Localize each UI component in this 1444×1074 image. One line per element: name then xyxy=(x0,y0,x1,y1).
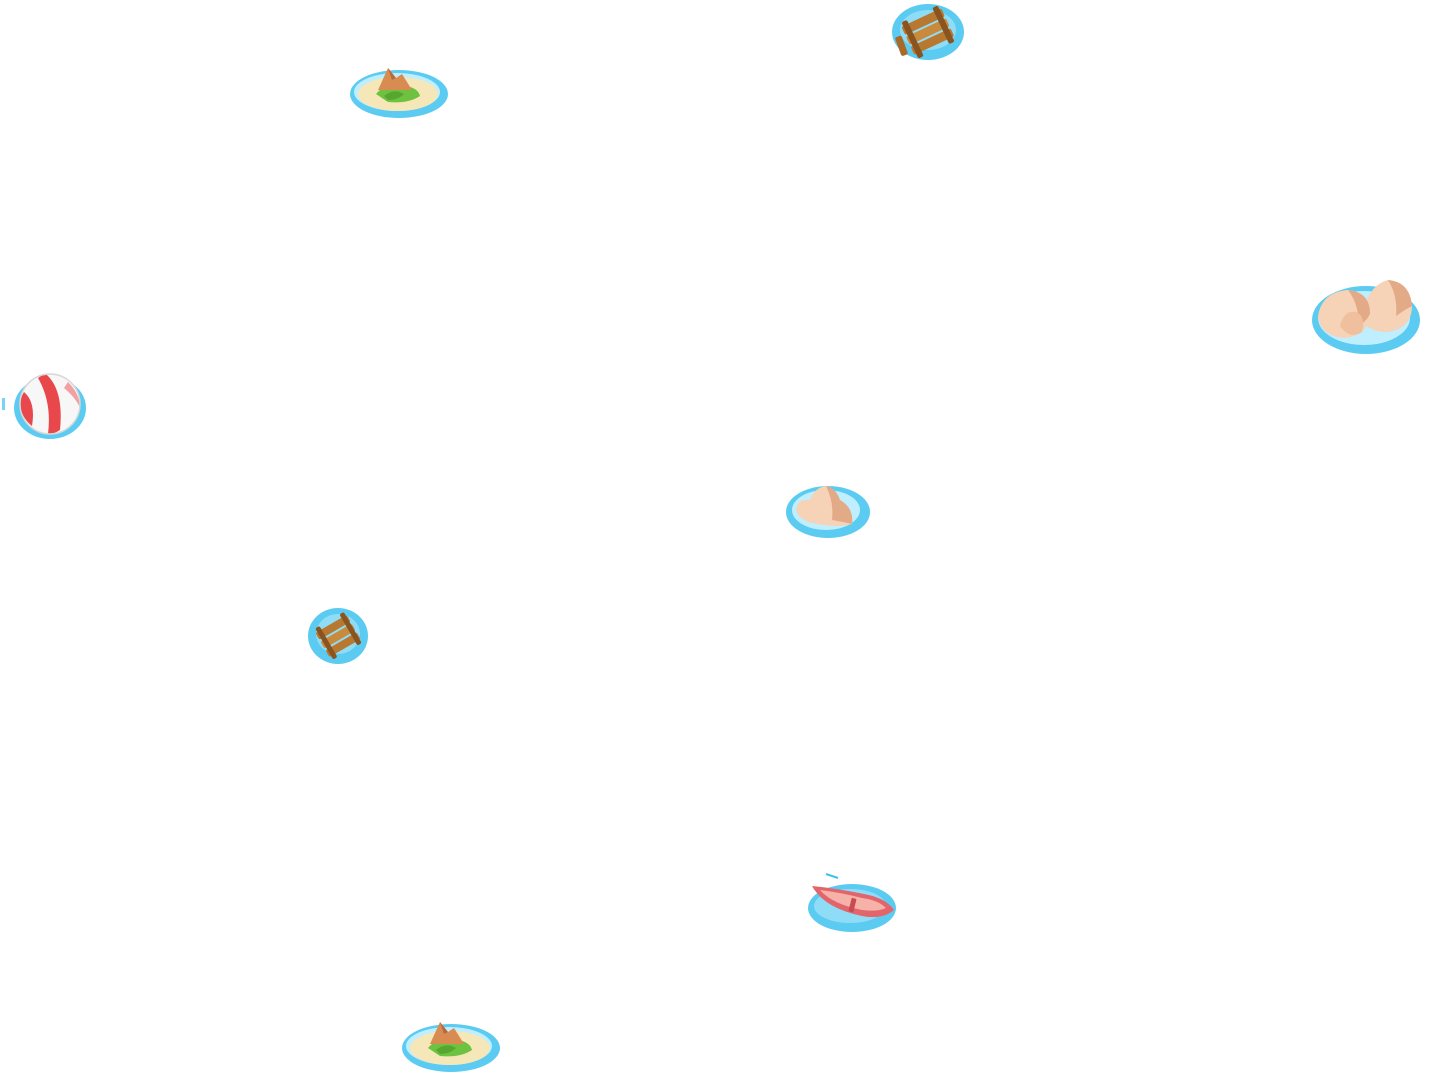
beach-ball-sprite[interactable] xyxy=(2,368,90,442)
sand-island-sprite[interactable] xyxy=(348,58,450,122)
wooden-dock-sprite[interactable] xyxy=(306,604,370,666)
single-rock-sprite[interactable] xyxy=(782,476,872,542)
sand-island-sprite[interactable] xyxy=(400,1012,502,1074)
rock-cluster-sprite[interactable] xyxy=(1308,266,1424,360)
wooden-dock-sprite[interactable] xyxy=(888,0,966,66)
rowboat-sprite[interactable] xyxy=(804,870,900,936)
